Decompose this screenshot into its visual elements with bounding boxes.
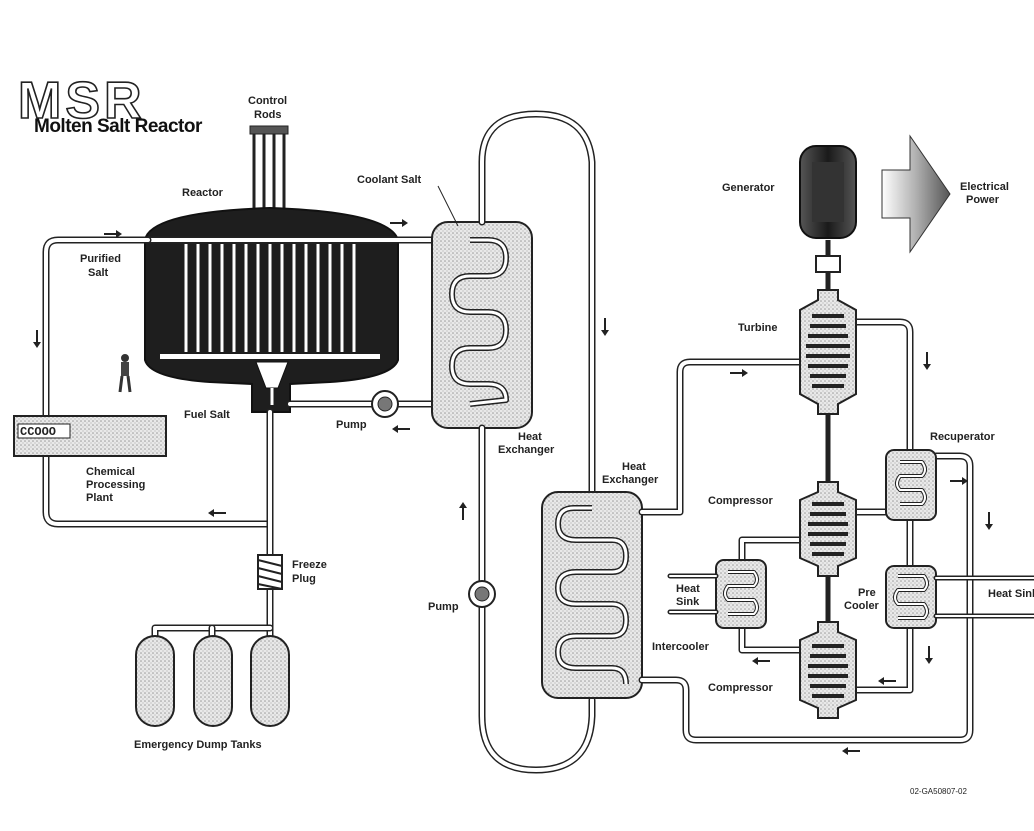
title-full: Molten Salt Reactor bbox=[34, 116, 203, 137]
flow-arrow bbox=[730, 369, 748, 377]
hx1-label-1: Heat bbox=[518, 431, 542, 443]
dump-tanks bbox=[135, 635, 290, 727]
flow-arrow bbox=[601, 318, 609, 336]
flow-arrow bbox=[33, 330, 41, 348]
flow-arrow bbox=[985, 512, 993, 530]
pre-cooler-label-1: Pre bbox=[858, 587, 876, 599]
coolant-salt-label: Coolant Salt bbox=[357, 174, 422, 186]
purification-loop bbox=[42, 236, 274, 528]
title-abbrev: MSR bbox=[18, 72, 146, 130]
flow-arrow bbox=[878, 677, 896, 685]
secondary-pump bbox=[468, 580, 496, 608]
flow-arrow bbox=[842, 747, 860, 755]
pre-cooler bbox=[885, 565, 1034, 629]
flow-arrow bbox=[950, 477, 968, 485]
turbine bbox=[799, 289, 857, 415]
recuperator bbox=[885, 449, 937, 521]
flow-arrow bbox=[752, 657, 770, 665]
reactor-vessel bbox=[144, 206, 399, 413]
flow-arrow bbox=[208, 509, 226, 517]
heat-exchanger-2 bbox=[541, 491, 643, 699]
flow-arrow bbox=[392, 425, 410, 433]
flow-arrows bbox=[33, 219, 993, 755]
compressor-upper-label: Compressor bbox=[708, 495, 774, 507]
document-id: 02-GA50807-02 bbox=[910, 787, 967, 796]
primary-pump-label: Pump bbox=[336, 419, 367, 431]
chemical-plant-display: CCOOO bbox=[20, 425, 56, 439]
control-rods-label-1: Control bbox=[248, 95, 287, 107]
heat-sink-right-label: Heat Sink bbox=[988, 588, 1034, 600]
fuel-salt-label: Fuel Salt bbox=[184, 409, 230, 421]
chemical-label-2: Processing bbox=[86, 479, 145, 491]
electrical-label-1: Electrical bbox=[960, 181, 1009, 193]
flow-arrow bbox=[459, 502, 467, 520]
purified-salt-label-1: Purified bbox=[80, 253, 121, 265]
intercooler-label: Intercooler bbox=[652, 641, 710, 653]
freeze-plug-label-1: Freeze bbox=[292, 559, 327, 571]
intercooler bbox=[667, 559, 767, 629]
heat-sink-left-label-2: Sink bbox=[676, 596, 700, 608]
power-arrow bbox=[881, 134, 951, 254]
recuperator-label: Recuperator bbox=[930, 431, 996, 443]
chemical-label-1: Chemical bbox=[86, 466, 135, 478]
secondary-pump-label: Pump bbox=[428, 601, 459, 613]
heat-exchanger-1 bbox=[431, 221, 533, 429]
compressor-upper bbox=[799, 481, 857, 577]
flow-arrow bbox=[925, 646, 933, 664]
dump-tanks-label: Emergency Dump Tanks bbox=[134, 739, 262, 751]
hx2-label-1: Heat bbox=[622, 461, 646, 473]
title-block: MSR Molten Salt Reactor bbox=[17, 71, 203, 137]
control-rods-label-2: Rods bbox=[254, 109, 282, 121]
person-icon bbox=[118, 354, 132, 393]
compressor-lower-label: Compressor bbox=[708, 682, 774, 694]
flow-arrow bbox=[923, 352, 931, 370]
generator-label: Generator bbox=[722, 182, 775, 194]
hx1-label-2: Exchanger bbox=[498, 444, 555, 456]
control-rods bbox=[249, 125, 289, 215]
primary-pump bbox=[371, 390, 399, 418]
secondary-loop bbox=[478, 110, 596, 774]
chemical-plant bbox=[13, 415, 167, 457]
electrical-label-2: Power bbox=[966, 194, 1000, 206]
pre-cooler-label-2: Cooler bbox=[844, 600, 880, 612]
heat-sink-left-label-1: Heat bbox=[676, 583, 700, 595]
flow-arrow bbox=[390, 219, 408, 227]
turbine-label: Turbine bbox=[738, 322, 778, 334]
reactor-label: Reactor bbox=[182, 187, 224, 199]
compressor-lower bbox=[799, 621, 857, 719]
chemical-label-3: Plant bbox=[86, 492, 113, 504]
power-loop bbox=[638, 318, 974, 744]
purified-salt-label-2: Salt bbox=[88, 267, 109, 279]
flow-arrow bbox=[104, 230, 122, 238]
freeze-plug bbox=[257, 554, 283, 590]
generator bbox=[799, 145, 857, 273]
freeze-plug-label-2: Plug bbox=[292, 573, 316, 585]
hx2-label-2: Exchanger bbox=[602, 474, 659, 486]
